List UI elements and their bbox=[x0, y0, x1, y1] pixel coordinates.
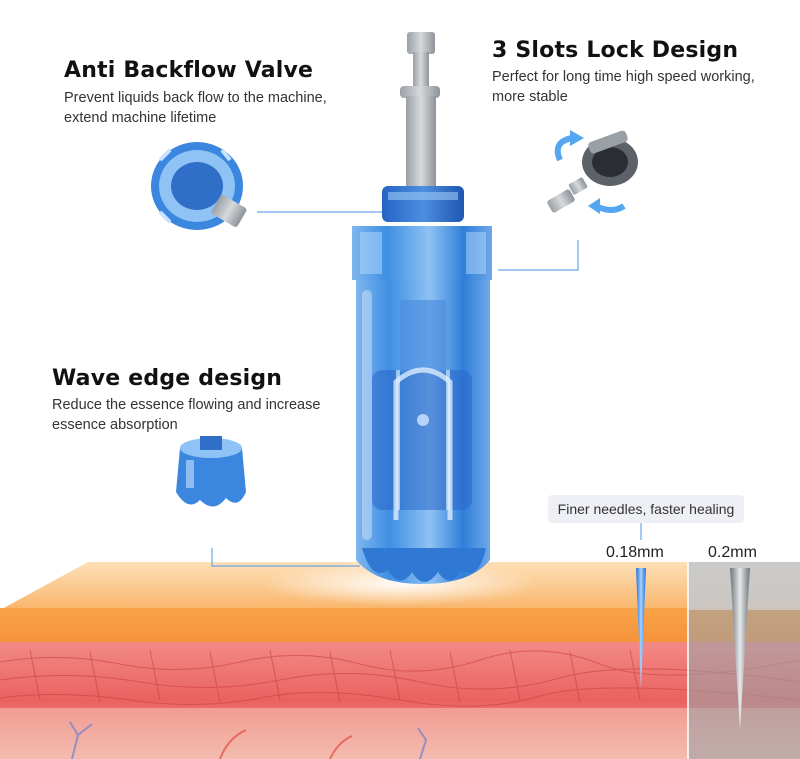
lock-part-image bbox=[547, 130, 638, 214]
feature-desc-wave: Reduce the essence flowing and increase … bbox=[52, 395, 320, 435]
callout-lines bbox=[211, 211, 642, 567]
skin-cross-section bbox=[0, 562, 800, 759]
feature-desc-line: essence absorption bbox=[52, 417, 178, 433]
feature-title-lock: 3 Slots Lock Design bbox=[492, 38, 739, 63]
feature-desc-line: extend machine lifetime bbox=[64, 110, 217, 126]
cartridge bbox=[352, 32, 492, 584]
fine-needle bbox=[636, 568, 646, 690]
feature-desc-line: Perfect for long time high speed working… bbox=[492, 69, 755, 85]
feature-desc-anti-backflow: Prevent liquids back flow to the machine… bbox=[64, 88, 327, 128]
feature-desc-line: Reduce the essence flowing and increase bbox=[52, 397, 321, 413]
wave-part-image bbox=[176, 436, 246, 507]
feature-desc-lock: Perfect for long time high speed working… bbox=[492, 67, 755, 107]
valve-part-image bbox=[151, 142, 247, 230]
needle-comparison-badge: Finer needles, faster healing bbox=[548, 495, 744, 523]
feature-title-anti-backflow: Anti Backflow Valve bbox=[64, 58, 314, 83]
feature-desc-line: Prevent liquids back flow to the machine… bbox=[64, 90, 327, 106]
feature-desc-line: more stable bbox=[492, 89, 568, 105]
callout-line-lock bbox=[498, 240, 579, 271]
fine-needle-label: 0.18mm bbox=[606, 544, 664, 561]
feature-title-wave: Wave edge design bbox=[52, 366, 283, 391]
callout-line-wave bbox=[211, 548, 360, 567]
regular-needle bbox=[730, 568, 750, 730]
regular-needle-label: 0.2mm bbox=[708, 544, 757, 561]
